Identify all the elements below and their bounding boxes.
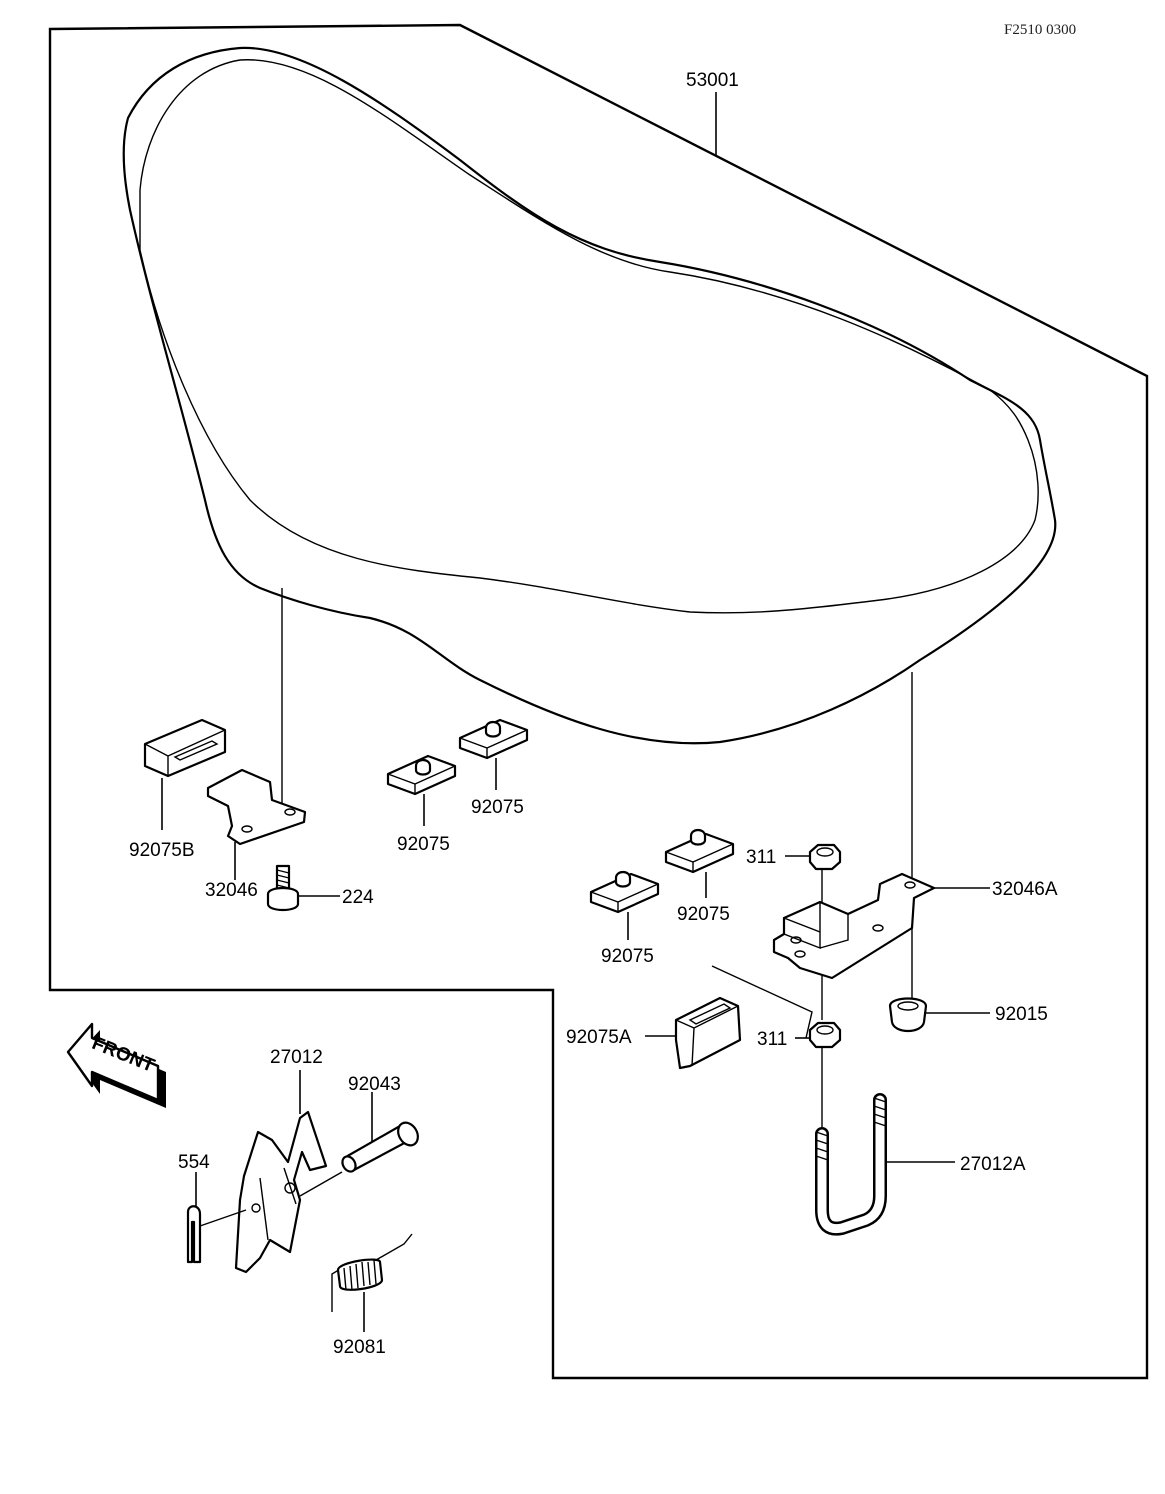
bracket-32046: 32046	[205, 768, 307, 901]
label-92075-3: 92075	[601, 946, 654, 967]
damper-92075a: 92075A	[566, 965, 813, 1070]
damper-92075-2: 92075	[458, 718, 529, 818]
seat-outline	[122, 46, 1057, 745]
pin-92043: 92043	[299, 1074, 419, 1197]
label-92015: 92015	[995, 1004, 1048, 1025]
figure-code: F2510 0300	[1004, 22, 1076, 38]
cotter-pin-554: 554	[178, 1152, 247, 1264]
label-32046a: 32046A	[992, 879, 1058, 900]
label-311-bottom: 311	[757, 1029, 787, 1050]
label-92075a: 92075A	[566, 1027, 632, 1048]
label-224: 224	[342, 887, 374, 908]
damper-92075-1: 92075	[386, 754, 457, 855]
label-92075-2: 92075	[471, 797, 524, 818]
collar-92015: 92015	[888, 997, 1048, 1033]
damper-block-92075b: 92075B	[129, 718, 227, 861]
seat: 53001	[122, 46, 1057, 745]
label-92081: 92081	[333, 1337, 386, 1358]
label-53001: 53001	[686, 70, 739, 91]
label-32046: 32046	[205, 880, 258, 901]
nut-311-bottom: 311	[757, 1021, 842, 1050]
u-bolt-27012a: 27012A	[815, 1093, 1026, 1236]
bracket-32046a: 32046A	[772, 872, 1058, 980]
label-92075-1: 92075	[397, 834, 450, 855]
hook-27012: 27012	[234, 1047, 328, 1274]
label-92043: 92043	[348, 1074, 401, 1095]
damper-92075-3: 92075	[589, 870, 660, 967]
label-27012a: 27012A	[960, 1154, 1026, 1175]
spring-92081: 92081	[331, 1233, 413, 1358]
nut-311-top: 311	[746, 843, 842, 871]
damper-92075-4: 92075	[664, 828, 735, 925]
label-554: 554	[178, 1152, 210, 1173]
front-arrow: FRONT	[66, 1022, 166, 1108]
label-92075-4: 92075	[677, 904, 730, 925]
label-27012: 27012	[270, 1047, 323, 1068]
label-92075b: 92075B	[129, 840, 195, 861]
label-311-top: 311	[746, 847, 776, 868]
seat-top-line	[139, 59, 1039, 614]
bolt-224: 224	[266, 864, 374, 912]
group-frame	[48, 23, 1149, 1380]
